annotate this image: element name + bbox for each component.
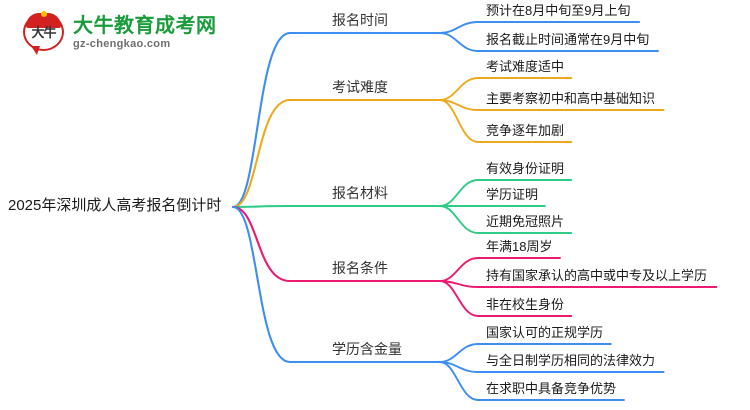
mindmap-branch-label[interactable]: 报名时间 <box>332 12 388 28</box>
mindmap-branch-label[interactable]: 考试难度 <box>332 79 388 95</box>
mindmap-branch-label[interactable]: 报名条件 <box>332 260 388 276</box>
mindmap-edge <box>439 77 479 101</box>
graduation-cap-icon <box>26 13 61 28</box>
mindmap-edge <box>439 280 479 317</box>
mindmap-leaf-label[interactable]: 非在校生身份 <box>486 297 565 312</box>
mindmap-edge <box>439 179 479 207</box>
mindmap-leaf-label[interactable]: 报名截止时间通常在9月中旬 <box>486 32 650 47</box>
site-logo: 大牛 大牛教育成考网 gz-chengkao.com <box>22 8 232 58</box>
mindmap-edge <box>439 21 479 34</box>
mindmap-leaf-label[interactable]: 年满18周岁 <box>486 239 553 254</box>
logo-domain: gz-chengkao.com <box>73 38 171 50</box>
speech-bubble-tail-icon <box>31 46 40 55</box>
mindmap-root-label: 2025年深圳成人高考报名倒计时 <box>8 197 222 214</box>
mindmap-leaf-label[interactable]: 有效身份证明 <box>486 161 565 176</box>
mindmap-leaf-label[interactable]: 主要考察初中和高中基础知识 <box>486 91 656 106</box>
mindmap-leaf-label[interactable]: 考试难度适中 <box>486 59 565 74</box>
mindmap-edge <box>439 99 479 111</box>
mindmap-edge <box>439 32 479 52</box>
mindmap-edge <box>439 257 479 282</box>
mindmap-edge <box>439 99 479 143</box>
mindmap-leaf-label[interactable]: 持有国家承认的高中或中专及以上学历 <box>486 268 708 283</box>
mindmap-edge <box>439 280 479 288</box>
logo-mark-text: 大牛 <box>31 25 56 40</box>
mindmap-branch-label[interactable]: 学历含金量 <box>332 341 402 357</box>
mindmap-leaf-label[interactable]: 预计在8月中旬至9月上旬 <box>486 3 631 18</box>
mindmap-leaf-label[interactable]: 近期免冠照片 <box>486 214 565 229</box>
mindmap-edge <box>439 205 479 234</box>
mindmap-leaf-label[interactable]: 与全日制学历相同的法律效力 <box>486 353 656 368</box>
mindmap-edge <box>231 204 292 209</box>
mindmap-edge <box>231 205 292 364</box>
mindmap-edge <box>231 31 292 209</box>
mindmap-branch-label[interactable]: 报名材料 <box>332 185 388 201</box>
logo-text-block: 大牛教育成考网 gz-chengkao.com <box>73 15 217 51</box>
mindmap-edge <box>439 343 479 363</box>
mindmap-edge <box>439 361 479 401</box>
cap-dot-icon <box>41 11 47 17</box>
mindmap-edge <box>439 361 479 373</box>
mindmap-edge <box>231 98 292 209</box>
mindmap-edge <box>231 205 292 283</box>
logo-title: 大牛教育成考网 <box>73 15 217 37</box>
mindmap-leaf-label[interactable]: 学历证明 <box>486 187 539 202</box>
mindmap-leaf-label[interactable]: 国家认可的正规学历 <box>486 325 604 340</box>
logo-mark-icon: 大牛 <box>22 11 66 55</box>
mindmap-leaf-label[interactable]: 竞争逐年加剧 <box>486 123 565 138</box>
mindmap-leaf-label[interactable]: 在求职中具备竞争优势 <box>486 381 617 396</box>
